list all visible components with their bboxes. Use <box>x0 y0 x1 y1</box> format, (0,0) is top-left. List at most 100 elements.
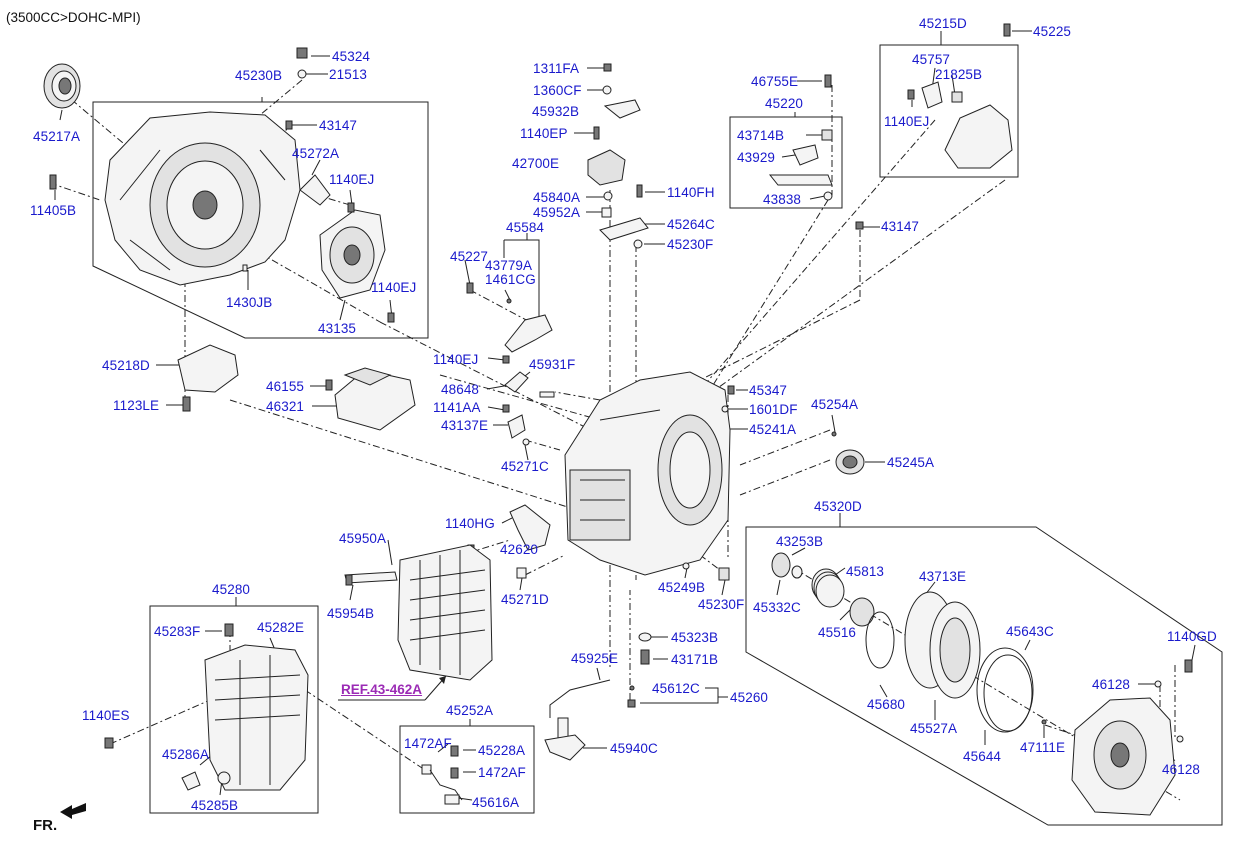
part-label-43838[interactable]: 43838 <box>763 192 802 207</box>
part-label-45324[interactable]: 45324 <box>332 49 371 64</box>
part-label-1472AF[interactable]: 1472AF <box>404 736 452 751</box>
part-label-45952A[interactable]: 45952A <box>533 205 581 220</box>
part-label-43713E[interactable]: 43713E <box>919 569 967 584</box>
part-label-21825B[interactable]: 21825B <box>935 67 983 82</box>
part-label-45932B[interactable]: 45932B <box>532 104 580 119</box>
part-label-1360CF[interactable]: 1360CF <box>533 83 582 98</box>
part-label-45254A[interactable]: 45254A <box>811 397 859 412</box>
part-label-1140EP[interactable]: 1140EP <box>520 126 568 141</box>
part-label-43171B[interactable]: 43171B <box>671 652 719 667</box>
part-label-45215D[interactable]: 45215D <box>919 16 967 31</box>
part-label-1140HG[interactable]: 1140HG <box>445 516 495 531</box>
part-label-45283F[interactable]: 45283F <box>154 624 201 639</box>
part-label-45612C[interactable]: 45612C <box>652 681 700 696</box>
part-label-1140GD[interactable]: 1140GD <box>1167 629 1217 644</box>
part-label-48648[interactable]: 48648 <box>441 382 480 397</box>
part-label-45286A[interactable]: 45286A <box>162 747 210 762</box>
part-label-43137E[interactable]: 43137E <box>441 418 489 433</box>
part-label-21513[interactable]: 21513 <box>329 67 368 82</box>
part-label-1140FH[interactable]: 1140FH <box>667 185 715 200</box>
part-label-47111E[interactable]: 47111E <box>1020 740 1066 755</box>
rear-cover-47111E <box>1071 659 1193 816</box>
part-label-1140ES[interactable]: 1140ES <box>82 708 130 723</box>
part-label-45264C[interactable]: 45264C <box>667 217 715 232</box>
part-label-45230B[interactable]: 45230B <box>235 68 283 83</box>
group-box-45215D <box>879 31 1019 178</box>
part-label-1461CG[interactable]: 1461CG <box>485 272 536 287</box>
part-label-1311FA[interactable]: 1311FA <box>533 61 580 76</box>
reference-link[interactable]: REF.43-462A <box>341 682 423 697</box>
part-label-45280[interactable]: 45280 <box>212 582 251 597</box>
part-label-45950A[interactable]: 45950A <box>339 531 387 546</box>
part-label-45840A[interactable]: 45840A <box>533 190 581 205</box>
part-label-45230F[interactable]: 45230F <box>698 597 745 612</box>
part-label-1140EJ[interactable]: 1140EJ <box>329 172 375 187</box>
part-label-45940C[interactable]: 45940C <box>610 741 658 756</box>
group-box-housing <box>92 97 429 339</box>
part-label-45516[interactable]: 45516 <box>818 625 857 640</box>
sensor-assembly-42700E <box>587 63 649 249</box>
part-label-45954B[interactable]: 45954B <box>327 606 375 621</box>
part-label-1123LE[interactable]: 1123LE <box>113 398 160 413</box>
part-label-45220[interactable]: 45220 <box>765 96 804 111</box>
part-label-45241A[interactable]: 45241A <box>749 422 797 437</box>
part-label-43714B[interactable]: 43714B <box>737 128 785 143</box>
part-label-45218D[interactable]: 45218D <box>102 358 150 373</box>
part-label-45643C[interactable]: 45643C <box>1006 624 1054 639</box>
part-label-1141AA[interactable]: 1141AA <box>433 400 481 415</box>
part-label-43253B[interactable]: 43253B <box>776 534 824 549</box>
part-label-45323B[interactable]: 45323B <box>671 630 719 645</box>
part-label-45230F[interactable]: 45230F <box>667 237 714 252</box>
part-label-45616A[interactable]: 45616A <box>472 795 520 810</box>
part-label-43135[interactable]: 43135 <box>318 321 357 336</box>
part-label-1472AF[interactable]: 1472AF <box>478 765 526 780</box>
part-label-45271C[interactable]: 45271C <box>501 459 549 474</box>
part-label-46128[interactable]: 46128 <box>1162 762 1201 777</box>
part-label-45260[interactable]: 45260 <box>730 690 769 705</box>
part-label-45282E[interactable]: 45282E <box>257 620 305 635</box>
part-label-43147[interactable]: 43147 <box>881 219 920 234</box>
fr-arrow-icon <box>60 803 86 819</box>
part-label-45271D[interactable]: 45271D <box>501 592 549 607</box>
part-label-42700E[interactable]: 42700E <box>512 156 560 171</box>
part-label-46128[interactable]: 46128 <box>1092 677 1131 692</box>
part-label-45285B[interactable]: 45285B <box>191 798 239 813</box>
part-label-45249B[interactable]: 45249B <box>658 580 706 595</box>
part-label-45527A[interactable]: 45527A <box>910 721 958 736</box>
part-label-45931F[interactable]: 45931F <box>529 357 576 372</box>
transmission-case-45241A <box>564 371 837 576</box>
part-label-43779A[interactable]: 43779A <box>485 258 533 273</box>
part-label-45332C[interactable]: 45332C <box>753 600 801 615</box>
part-label-45320D[interactable]: 45320D <box>814 499 862 514</box>
part-label-1430JB[interactable]: 1430JB <box>226 295 273 310</box>
part-label-1140EJ[interactable]: 1140EJ <box>371 280 417 295</box>
part-label-45272A[interactable]: 45272A <box>292 146 340 161</box>
part-label-46755E[interactable]: 46755E <box>751 74 799 89</box>
part-label-45225[interactable]: 45225 <box>1033 24 1072 39</box>
part-label-45757[interactable]: 45757 <box>912 52 951 67</box>
part-label-43147[interactable]: 43147 <box>319 118 358 133</box>
part-label-46321[interactable]: 46321 <box>266 399 305 414</box>
part-label-45245A[interactable]: 45245A <box>887 455 935 470</box>
part-label-45228A[interactable]: 45228A <box>478 743 526 758</box>
part-label-1140EJ[interactable]: 1140EJ <box>433 352 479 367</box>
part-label-45217A[interactable]: 45217A <box>33 129 81 144</box>
part-label-45925E[interactable]: 45925E <box>571 651 619 666</box>
seal-45245A <box>835 449 865 475</box>
part-label-1140EJ[interactable]: 1140EJ <box>884 114 930 129</box>
bracket-45260 <box>640 687 728 704</box>
part-label-1601DF[interactable]: 1601DF <box>749 402 798 417</box>
part-label-45347[interactable]: 45347 <box>749 383 788 398</box>
part-label-45813[interactable]: 45813 <box>846 564 885 579</box>
part-label-43929[interactable]: 43929 <box>737 150 776 165</box>
part-label-11405B[interactable]: 11405B <box>30 203 77 218</box>
part-label-45227[interactable]: 45227 <box>450 249 489 264</box>
hose-45252A <box>421 745 463 805</box>
part-label-42620[interactable]: 42620 <box>500 542 539 557</box>
part-label-46155[interactable]: 46155 <box>266 379 305 394</box>
part-label-45584[interactable]: 45584 <box>506 220 545 235</box>
part-label-45252A[interactable]: 45252A <box>446 703 494 718</box>
part-label-45644[interactable]: 45644 <box>963 749 1002 764</box>
part-label-45680[interactable]: 45680 <box>867 697 906 712</box>
